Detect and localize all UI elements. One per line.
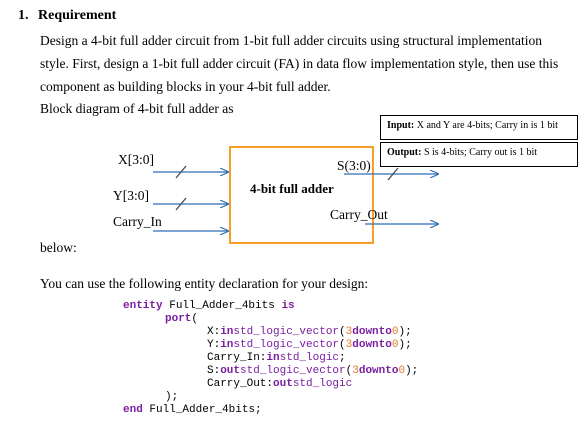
port-name: Carry_Out: — [207, 378, 274, 390]
intro-line-4: Block diagram of 4-bit full adder as — [40, 101, 234, 116]
port-terminator: ); — [398, 339, 412, 351]
code-line-entity: entity Full_Adder_4bits is — [123, 300, 295, 313]
port-direction: in — [266, 352, 280, 364]
port-type: std_logic_vector — [240, 365, 346, 377]
port-direction: in — [220, 326, 234, 338]
output-note: Output: S is 4-bits; Carry out is 1 bit — [380, 142, 578, 167]
intro-line-1: Design a 4-bit full adder circuit from 1… — [40, 33, 542, 48]
section-number: 1. — [18, 8, 29, 23]
code-end-name: Full_Adder_4bits; — [149, 404, 262, 416]
input-x-label: X[3:0] — [118, 152, 154, 167]
input-y-label: Y[3:0] — [113, 188, 149, 203]
s-bus-slash — [387, 167, 399, 181]
port-terminator: ); — [405, 365, 419, 377]
port-range-low: 0 — [391, 326, 399, 338]
code-keyword: end — [123, 404, 143, 416]
port-terminator: ); — [398, 326, 412, 338]
input-carry-in-label: Carry_In — [113, 214, 162, 229]
port-name: Carry_In: — [207, 352, 267, 364]
port-direction: out — [273, 378, 293, 390]
output-note-label: Output: — [387, 147, 422, 158]
port-name: X: — [207, 326, 221, 338]
y-bus-slash — [175, 197, 187, 211]
intro-line-2: style. First, design a 1-bit full adder … — [40, 56, 559, 71]
input-note: Input: X and Y are 4-bits; Carry in is 1… — [380, 115, 578, 140]
output-s-label: S(3:0) — [337, 158, 371, 173]
code-line-end: end Full_Adder_4bits; — [123, 404, 262, 417]
port-range-low: 0 — [391, 339, 399, 351]
code-line-port-s: S:outstd_logic_vector(3downto0); — [207, 365, 418, 378]
port-paren: ( — [345, 365, 353, 377]
intro-line-3: component as building blocks in your 4-b… — [40, 79, 331, 94]
x-bus-slash — [175, 165, 187, 179]
port-type: std_logic_vector — [233, 339, 340, 351]
port-paren: ( — [339, 326, 346, 338]
port-range-high: 3 — [352, 365, 359, 377]
entity-intro: You can use the following entity declara… — [40, 276, 369, 291]
full-adder-label: 4-bit full adder — [250, 181, 334, 196]
port-direction: out — [220, 365, 241, 377]
port-range-high: 3 — [345, 326, 353, 338]
code-entity-name: Full_Adder_4bits — [169, 300, 275, 312]
code-keyword: is — [281, 300, 295, 312]
code-keyword: port — [165, 313, 192, 325]
port-type: std_logic_vector — [233, 326, 340, 338]
port-range-low: 0 — [398, 365, 406, 377]
section-heading: 1. Requirement — [18, 8, 116, 24]
below-text: below: — [40, 240, 77, 255]
code-line-port-carry-out: Carry_Out:outstd_logic — [207, 378, 352, 391]
port-terminator: ; — [339, 352, 346, 364]
port-range-keyword: downto — [352, 326, 392, 338]
port-direction: in — [220, 339, 234, 351]
port-range-high: 3 — [345, 339, 353, 351]
code-line-close: ); — [165, 391, 179, 403]
port-type: std_logic — [279, 352, 340, 364]
output-carry-out-label: Carry_Out — [330, 207, 388, 222]
code-line-port: port( — [165, 313, 198, 326]
code-paren: ( — [191, 313, 199, 325]
code-keyword: entity — [123, 300, 163, 312]
code-line-port-y: Y:instd_logic_vector(3downto0); — [207, 339, 412, 352]
port-paren: ( — [339, 339, 346, 351]
port-range-keyword: downto — [358, 365, 399, 377]
code-line-port-carry-in: Carry_In:instd_logic; — [207, 352, 346, 365]
port-range-keyword: downto — [352, 339, 392, 351]
port-type: std_logic — [292, 378, 353, 390]
code-line-port-x: X:instd_logic_vector(3downto0); — [207, 326, 412, 339]
input-note-text: X and Y are 4-bits; Carry in is 1 bit — [416, 120, 558, 131]
output-note-text: S is 4-bits; Carry out is 1 bit — [423, 147, 538, 158]
port-name: Y: — [207, 339, 221, 351]
full-adder-box — [229, 146, 374, 244]
port-name: S: — [207, 365, 221, 377]
section-title: Requirement — [38, 8, 117, 23]
input-note-label: Input: — [387, 120, 415, 131]
